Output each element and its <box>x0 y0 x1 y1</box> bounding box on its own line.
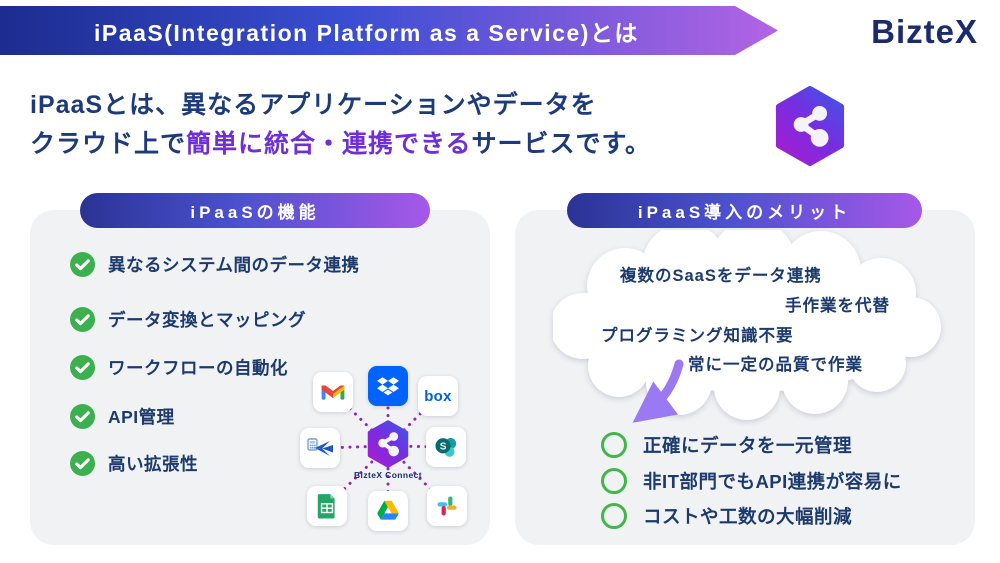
check-icon <box>70 252 95 277</box>
connect-hexagon-icon <box>772 86 848 171</box>
circle-icon <box>601 468 627 494</box>
intro-highlight: 簡単に統合・連携できる <box>186 130 472 158</box>
features-card: iPaaSの機能 異なるシステム間のデータ連携 データ変換とマッピング ワークフ… <box>30 193 490 545</box>
feature-label: API管理 <box>108 407 175 427</box>
intro-line1: iPaaSとは、異なるアプリケーションやデータを <box>30 91 597 119</box>
google-sheets-icon <box>307 486 347 526</box>
feature-label: データ変換とマッピング <box>108 310 306 330</box>
feature-label: ワークフローの自動化 <box>108 358 288 378</box>
feature-item: 異なるシステム間のデータ連携 <box>70 252 359 277</box>
check-icon <box>70 404 95 429</box>
feature-label: 高い拡張性 <box>108 454 198 474</box>
features-card-title: iPaaSの機能 <box>80 193 430 228</box>
biztex-connect-label: BizteX Connect <box>354 470 422 480</box>
google-drive-icon <box>368 491 408 531</box>
benefit-item: 非IT部門でもAPI連携が容易に <box>601 468 902 494</box>
cloud-note: 複数のSaaSをデータ連携 <box>620 267 822 285</box>
benefits-card-title: iPaaS導入のメリット <box>567 193 922 228</box>
benefits-card: iPaaS導入のメリット 複数のSaaSをデータ連携 手作業を代替 プログラミン… <box>515 193 975 545</box>
feature-label: 異なるシステム間のデータ連携 <box>108 255 360 275</box>
check-icon <box>70 355 95 380</box>
dropbox-icon <box>368 366 408 406</box>
biztex-connect-icon <box>366 420 410 473</box>
feature-item: データ変換とマッピング <box>70 307 306 332</box>
benefit-label: 非IT部門でもAPI連携が容易に <box>643 471 902 492</box>
slack-icon <box>427 486 467 526</box>
cloud-note: 手作業を代替 <box>785 297 890 315</box>
circle-icon <box>601 503 627 529</box>
benefit-label: 正確にデータを一元管理 <box>643 435 853 456</box>
benefit-label: コストや工数の大幅削減 <box>643 506 853 527</box>
box-label: box <box>424 387 452 405</box>
title-banner: iPaaS(Integration Platform as a Service)… <box>0 6 778 55</box>
app-hub-cluster: box <box>280 348 485 543</box>
curved-arrow-icon <box>632 359 684 423</box>
circle-icon <box>601 432 627 458</box>
intro-text: iPaaSとは、異なるアプリケーションやデータを クラウド上で簡単に統合・連携で… <box>30 86 651 164</box>
check-icon <box>70 451 95 476</box>
check-icon <box>70 307 95 332</box>
cloud-note: プログラミング知識不要 <box>601 327 794 345</box>
benefit-item: 正確にデータを一元管理 <box>601 432 852 458</box>
sharepoint-icon: S <box>426 427 466 467</box>
box-icon: box <box>418 376 458 416</box>
benefit-item: コストや工数の大幅削減 <box>601 503 852 529</box>
svg-text:S: S <box>440 441 447 452</box>
benefit-cloud <box>553 230 941 420</box>
gmail-icon <box>313 372 353 412</box>
intro-line2: クラウド上で簡単に統合・連携できるサービスです。 <box>30 130 652 158</box>
biztex-logo: BizteX <box>871 13 978 50</box>
feature-item: 高い拡張性 <box>70 451 198 476</box>
feature-item: API管理 <box>70 404 175 429</box>
cloud-note: 常に一定の品質で作業 <box>688 356 863 374</box>
rakuraku-seisan-icon <box>300 428 340 468</box>
page-title: iPaaS(Integration Platform as a Service)… <box>94 19 639 46</box>
feature-item: ワークフローの自動化 <box>70 355 288 380</box>
